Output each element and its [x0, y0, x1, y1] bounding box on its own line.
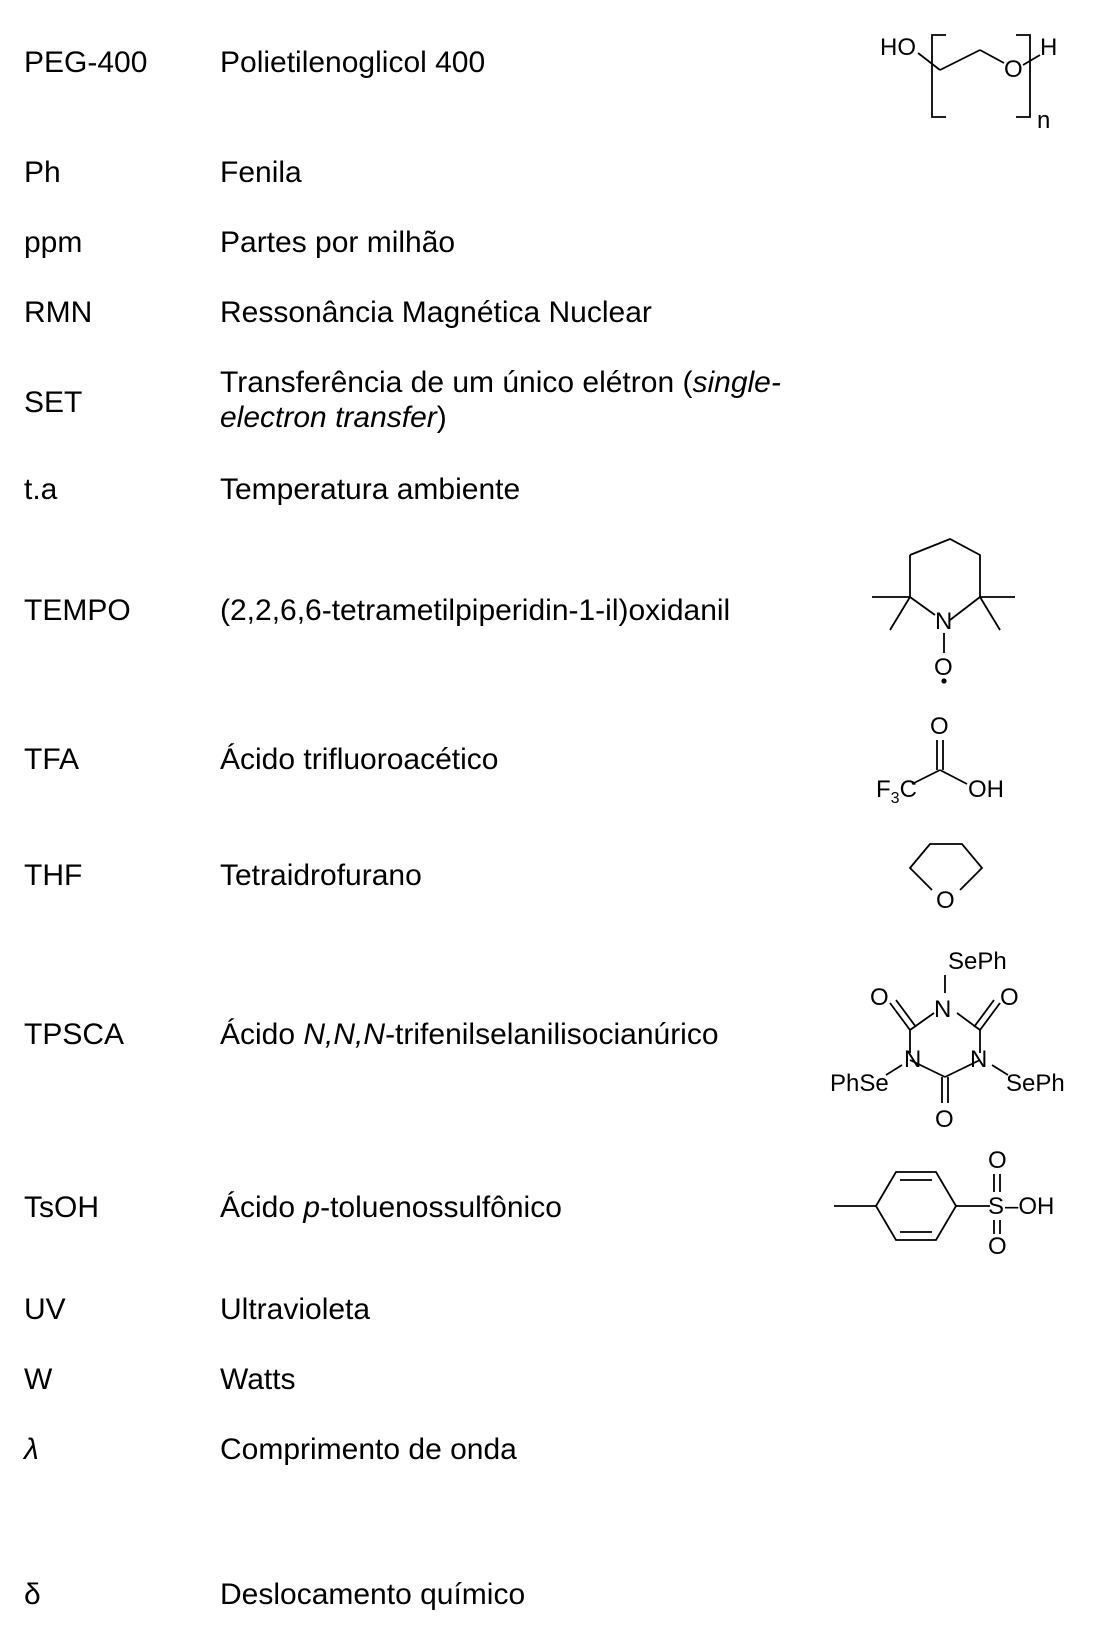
abbreviation: Ph [24, 156, 61, 189]
svg-text:N: N [904, 1046, 921, 1073]
svg-text:O: O [930, 713, 949, 740]
svg-text:OH: OH [968, 776, 1004, 803]
abbreviation: δ [24, 1578, 41, 1611]
tpsca-structure: SePh N O O O N N PhSe SePh [830, 945, 1070, 1145]
svg-text:O: O [870, 984, 889, 1011]
abbreviation: TsOH [24, 1191, 99, 1224]
definition: Ácido N,N,N-trifenilselanilisocianúrico [220, 1018, 719, 1051]
svg-text:N: N [935, 608, 952, 635]
abbreviation: t.a [24, 473, 58, 506]
abbreviation: THF [24, 859, 83, 892]
svg-text:–OH: –OH [1005, 1193, 1054, 1220]
svg-text:n: n [1037, 107, 1050, 134]
definition: Watts [220, 1363, 296, 1396]
svg-text:N: N [934, 996, 951, 1023]
definition: Fenila [220, 156, 302, 189]
abbreviation: λ [24, 1433, 39, 1466]
svg-text:F3C: F3C [876, 776, 917, 807]
svg-text:HO: HO [880, 34, 916, 61]
svg-text:O: O [935, 1106, 954, 1133]
tfa-structure: O F3C OH [872, 712, 1032, 812]
abbreviation: TEMPO [24, 594, 131, 627]
svg-text:O: O [1000, 984, 1019, 1011]
svg-text:SePh: SePh [948, 948, 1007, 975]
svg-text:O: O [934, 654, 953, 681]
abbreviation: TFA [24, 743, 80, 776]
abbreviation: W [24, 1363, 53, 1396]
svg-text:O: O [1004, 56, 1023, 83]
definition: Partes por milhão [220, 226, 456, 259]
tsoh-structure: O S –OH O [828, 1147, 1088, 1260]
abbreviation: TPSCA [24, 1018, 125, 1051]
abbreviation: PEG-400 [24, 46, 148, 79]
svg-text:S: S [988, 1193, 1004, 1220]
definition: Tetraidrofurano [220, 859, 422, 892]
definition: Ressonância Magnética Nuclear [220, 296, 652, 329]
abbreviation: RMN [24, 296, 93, 329]
svg-text:N: N [970, 1046, 987, 1073]
abbreviation: SET [24, 386, 83, 419]
definition: Ultravioleta [220, 1293, 371, 1326]
definition: Ácido trifluoroacético [220, 743, 499, 776]
abbreviation: ppm [24, 226, 83, 259]
svg-text:O: O [988, 1233, 1007, 1260]
tempo-structure: N O [870, 525, 1020, 685]
abbreviation: UV [24, 1293, 66, 1326]
svg-text:SePh: SePh [1006, 1070, 1065, 1097]
definition: Transferência de um único elétron (singl… [220, 366, 781, 434]
definition: Deslocamento químico [220, 1578, 526, 1611]
svg-text:PhSe: PhSe [830, 1070, 889, 1097]
svg-text:O: O [988, 1147, 1007, 1174]
svg-text:H: H [1040, 34, 1057, 61]
definition: Temperatura ambiente [220, 473, 521, 506]
svg-text:O: O [936, 887, 955, 914]
definition: Polietilenoglicol 400 [220, 46, 486, 79]
definition: Comprimento de onda [220, 1433, 517, 1466]
definition: (2,2,6,6-tetrametilpiperidin-1-il)oxidan… [220, 594, 731, 627]
definition: Ácido p-toluenossulfônico [220, 1191, 562, 1224]
thf-structure: O [892, 838, 1012, 918]
peg-structure: HO O H n [880, 25, 1100, 135]
